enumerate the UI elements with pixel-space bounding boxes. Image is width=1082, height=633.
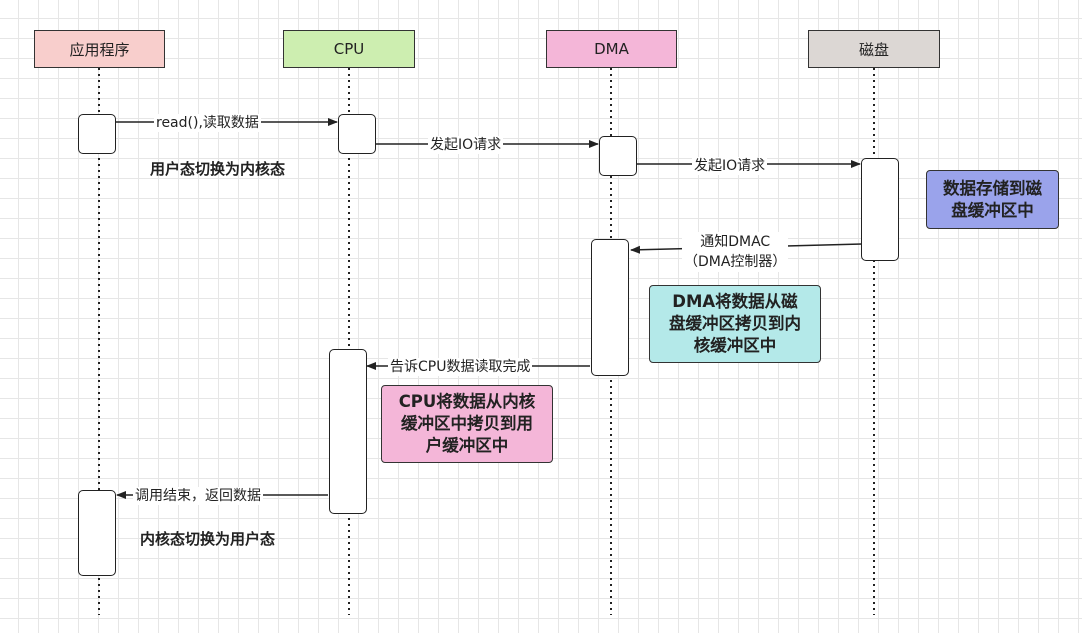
participant-disk: 磁盘 [808, 30, 940, 68]
activation-app-2 [78, 490, 116, 576]
activation-dma-1 [599, 136, 637, 176]
participant-cpu: CPU [283, 30, 415, 68]
note-user-to-kernel: 用户态切换为内核态 [150, 160, 286, 178]
message-read-label: read(),读取数据 [154, 114, 261, 132]
activation-cpu-2 [329, 349, 367, 514]
message-return-label: 调用结束，返回数据 [133, 487, 263, 505]
message-tell-cpu-label: 告诉CPU数据读取完成 [388, 358, 533, 376]
note-kernel-to-user: 内核态切换为用户态 [140, 530, 276, 548]
activation-disk-1 [861, 158, 899, 261]
activation-dma-2 [591, 239, 629, 376]
activation-app-1 [78, 114, 116, 154]
activation-cpu-1 [338, 114, 376, 154]
callout-disk-store: 数据存储到磁 盘缓冲区中 [926, 170, 1059, 229]
message-dma-to-disk-label: 发起IO请求 [692, 157, 768, 175]
participant-dma: DMA [546, 30, 677, 68]
message-cpu-to-dma-label: 发起IO请求 [428, 136, 504, 154]
participant-app: 应用程序 [34, 30, 165, 68]
message-notify-dmac-label: 通知DMAC （DMA控制器） [682, 232, 789, 272]
callout-cpu-copy: CPU将数据从内核 缓冲区中拷贝到用 户缓冲区中 [381, 385, 553, 463]
callout-dma-copy: DMA将数据从磁 盘缓冲区拷贝到内 核缓冲区中 [649, 285, 821, 363]
